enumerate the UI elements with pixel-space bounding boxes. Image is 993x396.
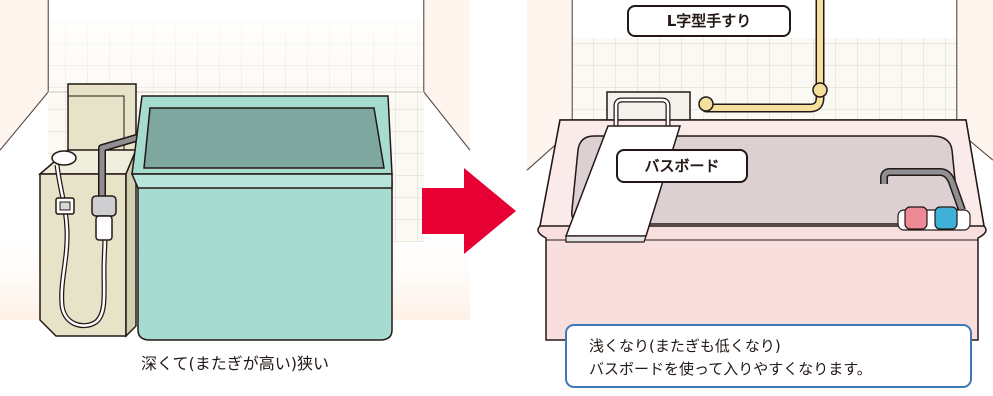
left-caption: 深くて(またぎが高い)狭い	[140, 354, 329, 373]
l-shaped-handrail	[698, 0, 828, 113]
left-bathroom-scene	[0, 0, 471, 341]
right-bathroom-scene	[526, 0, 993, 341]
note-line-1: 浅くなり(またぎも低くなり)	[589, 337, 781, 355]
deep-bathtub	[130, 95, 393, 341]
hot-tap-icon	[904, 206, 928, 230]
shower-head-icon	[51, 150, 108, 329]
cold-tap-icon	[934, 206, 958, 230]
improvement-note-box: 浅くなり(またぎも低くなり) バスボードを使って入りやすくなります。	[565, 324, 972, 388]
faucet-right-icon	[880, 168, 971, 231]
tub-water	[143, 107, 385, 169]
handrail-label: L字型手すり	[627, 5, 791, 37]
bathboard-label: バスボード	[616, 149, 748, 183]
note-line-2: バスボードを使って入りやすくなります。	[589, 360, 872, 378]
arrow-icon	[422, 168, 516, 254]
